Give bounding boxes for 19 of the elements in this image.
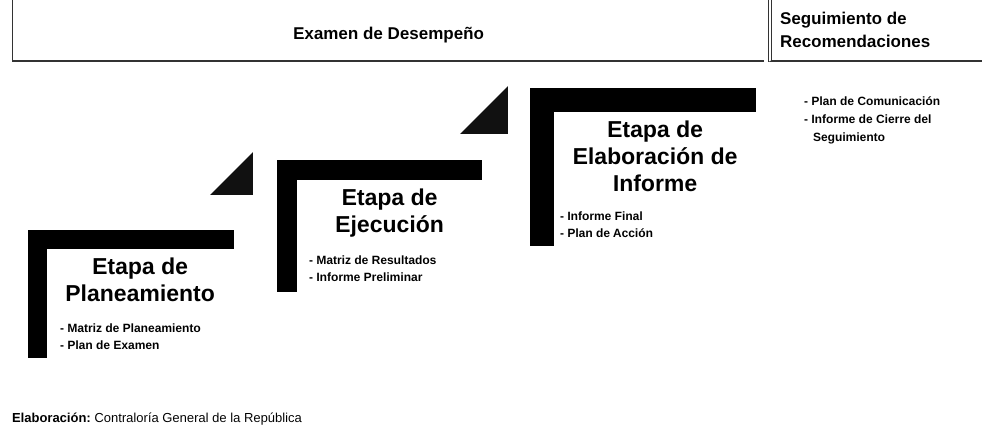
section-header [768,0,982,62]
stage-title: Etapa de Elaboración de Informe [572,116,738,197]
stage-title: Etapa de Ejecución [334,184,445,238]
bullet-item: - Informe Preliminar [309,269,424,286]
bullet-item: - Matriz de Resultados [309,252,438,269]
bullet-item: - Plan de Acción [560,225,654,242]
l-shaped-stage [28,230,234,358]
section-header [12,0,764,62]
bullet-item: - Matriz de Planeamiento [60,320,202,337]
bullet-item: - Informe de Cierre del Seguimiento [804,111,932,146]
bullet-item: - Plan de Comunicación [804,93,942,110]
section-title: Seguimiento de Recomendaciones [780,8,932,53]
bullet-item: - Plan de Examen [60,337,160,354]
stage-title: Etapa de Planeamiento [64,253,216,307]
caption: Elaboración: Contraloría General de la República [12,409,302,427]
l-shaped-stage [277,160,482,292]
section-title: Examen de Desempeño [293,23,484,46]
bullet-item: - Informe Final [560,208,644,225]
l-shaped-stage [530,88,756,246]
